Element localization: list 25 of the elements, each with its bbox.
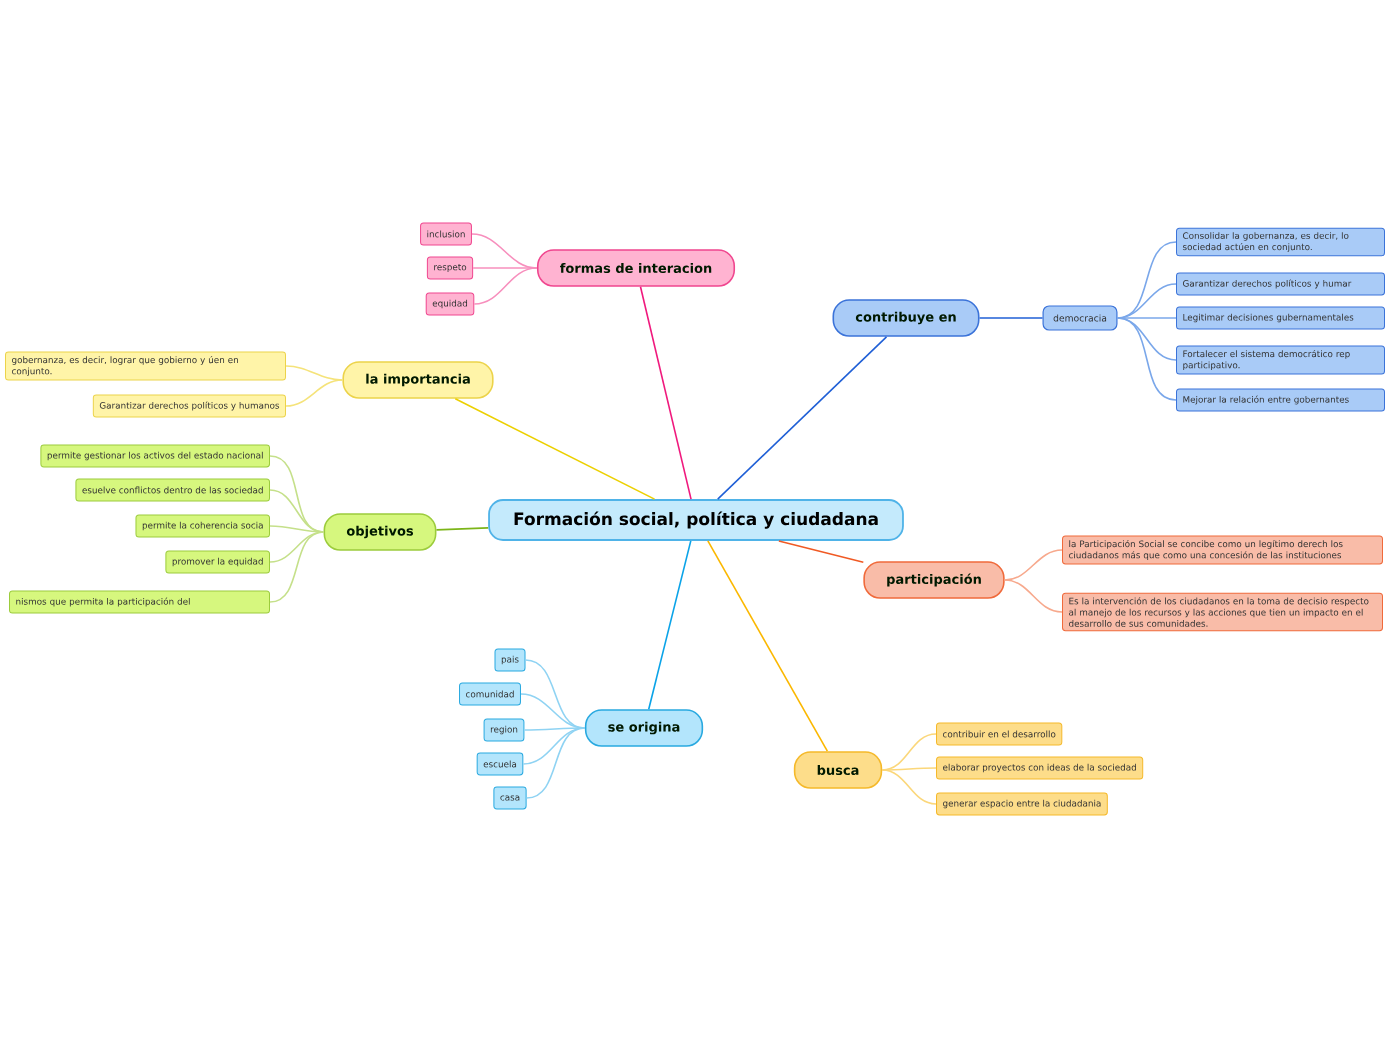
central-topic: Formación social, política y ciudadana [488,499,904,541]
connector [269,531,325,603]
connector [269,531,325,563]
connector [639,286,692,500]
connector [285,379,344,407]
connector [881,769,937,805]
connector [707,540,829,752]
connector [647,540,692,710]
connector [1003,579,1063,613]
connector [472,267,538,269]
connector [1116,317,1177,319]
connector [269,525,325,533]
connector [1116,317,1177,401]
connector [978,317,1044,319]
connector [716,336,888,500]
connector [1003,549,1063,581]
connector [285,365,344,381]
connector [523,727,586,731]
connector [525,727,586,799]
connector [778,540,865,563]
connector [454,398,656,500]
connector [435,527,489,531]
connector [522,727,586,765]
connector [881,767,937,771]
connector [473,267,538,305]
